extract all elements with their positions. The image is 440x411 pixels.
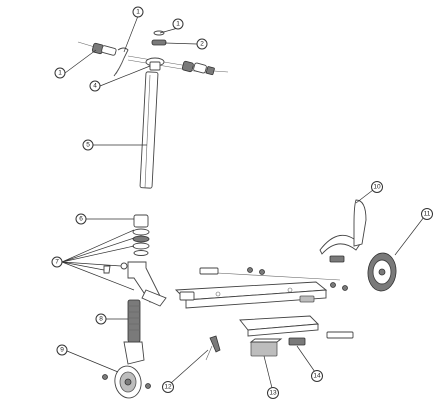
callout-10: 10: [371, 181, 383, 193]
callout-1c: 1: [54, 67, 66, 79]
callout-7: 7: [51, 256, 63, 268]
callout-9: 9: [56, 344, 68, 356]
callout-4: 4: [89, 80, 101, 92]
callout-13: 13: [267, 387, 279, 399]
callout-number: 13: [269, 390, 277, 397]
callout-number: 1: [136, 9, 140, 16]
callout-3: 3: [55, 68, 65, 78]
callout-number: 1: [176, 21, 180, 28]
callout-number: 4: [93, 83, 97, 90]
callout-8: 8: [95, 313, 107, 325]
headset-parts: [103, 214, 150, 274]
deck-frame: [174, 267, 348, 309]
handlebar-assembly: [77, 30, 229, 77]
callout-number: 8: [99, 316, 103, 323]
callout-number: 7: [55, 259, 59, 266]
callout-6: 6: [75, 213, 87, 225]
callout-number: 12: [164, 384, 172, 391]
callout-1b: 1: [172, 18, 184, 30]
front-wheel: [102, 365, 151, 399]
kickstand: [205, 335, 221, 361]
rear-wheel: [367, 252, 397, 292]
callout-number: 5: [86, 142, 90, 149]
callout-labels: 1 1 1 2 3 4 5 6: [51, 6, 433, 399]
battery-cover: [239, 315, 320, 337]
controller-and-battery: [249, 331, 354, 357]
callout-number: 10: [373, 184, 381, 191]
callout-number: 14: [313, 373, 321, 380]
callout-number: 1: [58, 70, 62, 77]
fork-assembly: [123, 261, 167, 365]
callout-number: 9: [60, 347, 64, 354]
callout-12: 12: [162, 381, 174, 393]
callout-11: 11: [421, 208, 433, 220]
callout-number: 11: [424, 211, 431, 218]
callout-number: 6: [79, 216, 83, 223]
rear-fender: [319, 199, 367, 263]
callout-number: 2: [200, 41, 204, 48]
callout-14: 14: [311, 370, 323, 382]
callout-5: 5: [82, 139, 94, 151]
leader-lines: [61, 15, 425, 389]
callout-1a: 1: [132, 6, 144, 18]
callout-2: 2: [196, 38, 208, 50]
stem-tube: [139, 71, 159, 189]
